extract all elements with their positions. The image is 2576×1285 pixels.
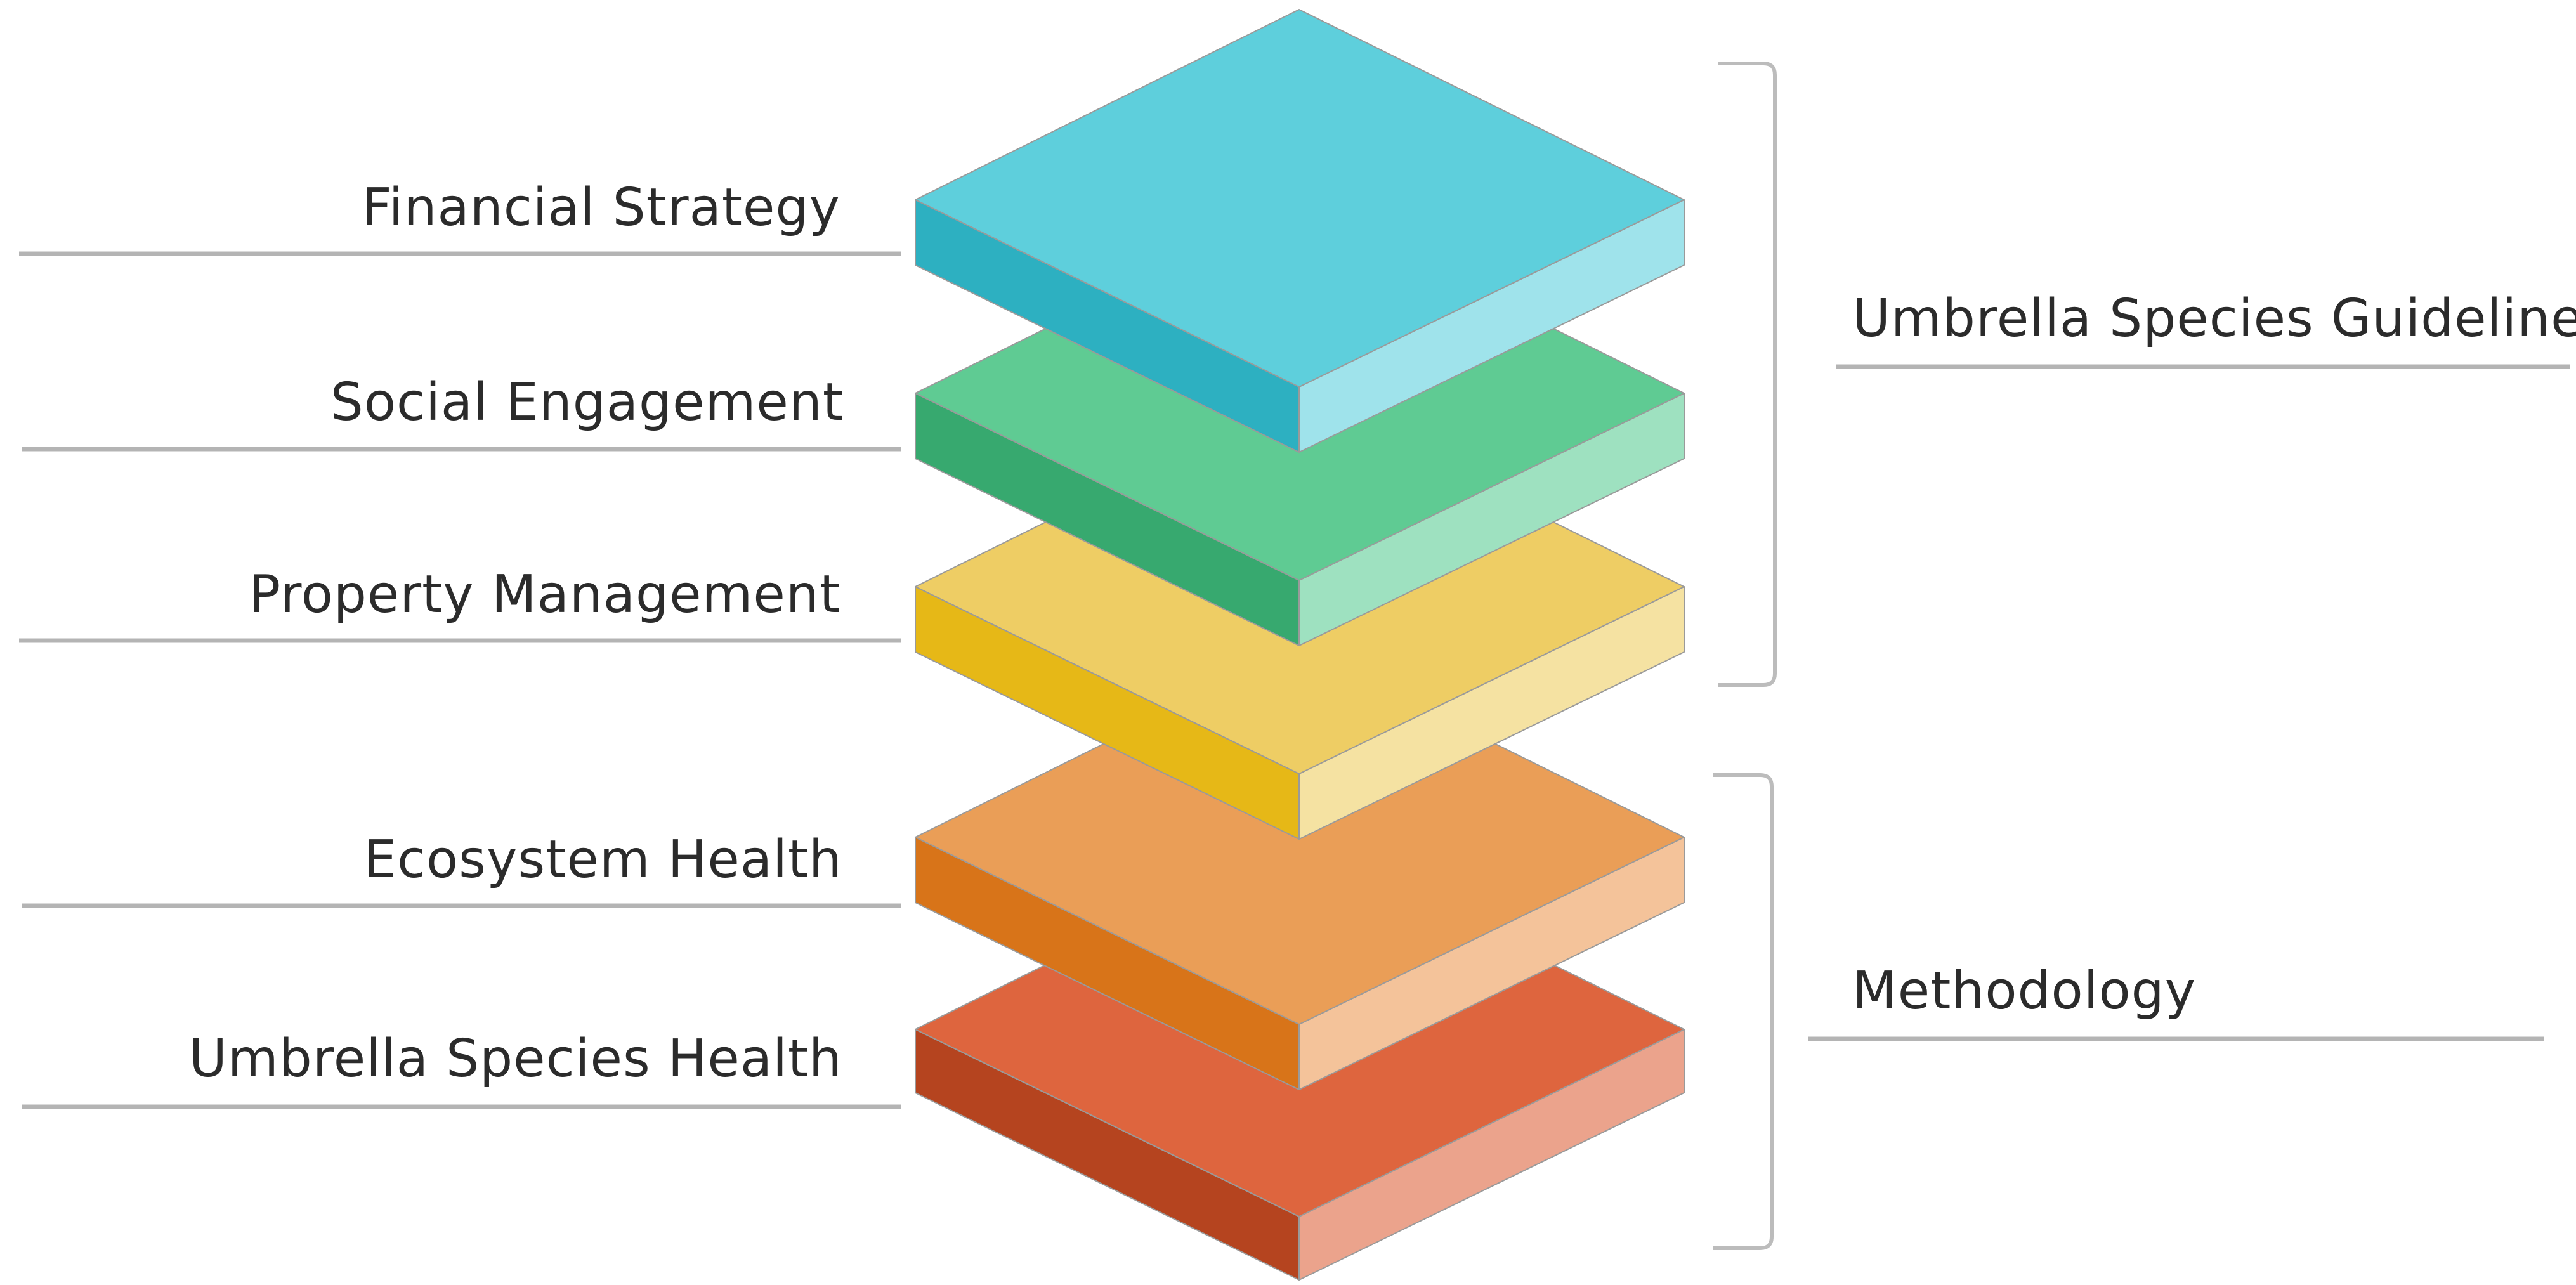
label-financial-strategy: Financial Strategy: [362, 178, 840, 238]
label-umbrella-species-health: Umbrella Species Health: [189, 1029, 842, 1089]
label-ecosystem-health: Ecosystem Health: [363, 830, 842, 890]
group-label-umbrella-species-guideline: Umbrella Species Guideline: [1852, 289, 2576, 349]
label-social-engagement: Social Engagement: [330, 372, 844, 433]
bracket-methodology: [1713, 773, 1774, 1250]
layer-financial-strategy-top-face: [915, 9, 1685, 388]
layer-financial-strategy: [915, 9, 1685, 453]
group-label-methodology: Methodology: [1852, 961, 2196, 1021]
bracket-umbrella-species-guideline: [1718, 62, 1777, 687]
label-property-management: Property Management: [249, 564, 840, 625]
